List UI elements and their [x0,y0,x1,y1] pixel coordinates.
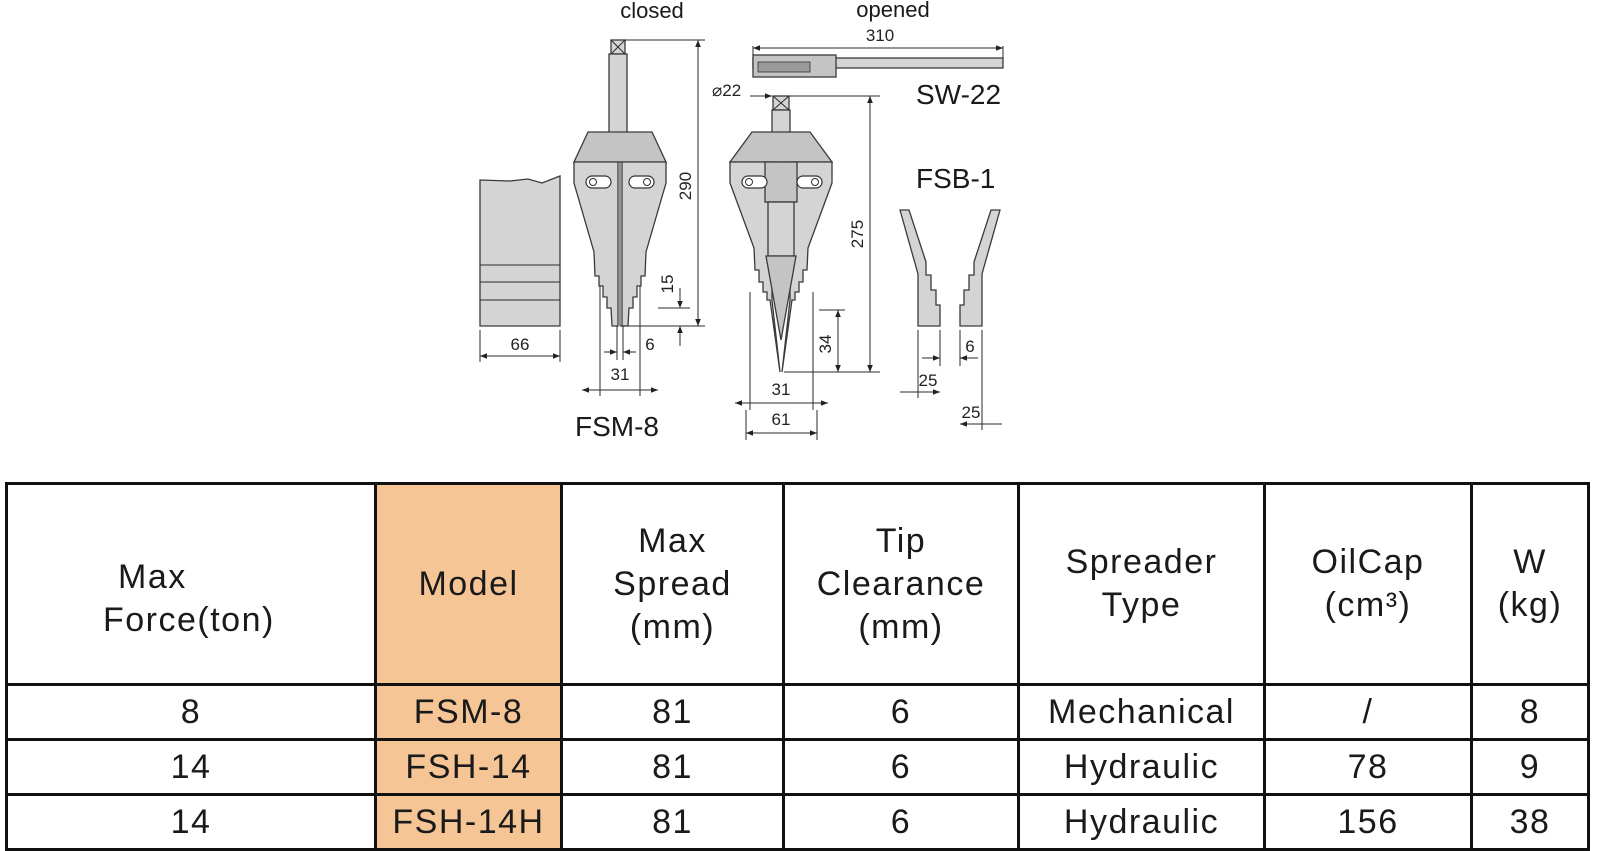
table-row: 14 FSH-14H 81 6 Hydraulic 156 38 [5,793,1590,851]
dim-6-fsb1: 6 [965,337,974,356]
dim-275: 275 [848,220,867,248]
cell-model: FSM-8 [374,683,563,741]
header-weight: W (kg) [1470,482,1590,686]
table-row: 14 FSH-14 81 6 Hydraulic 78 9 [5,738,1590,796]
cell-weight: 8 [1470,683,1590,741]
cell-oil: 78 [1263,738,1473,796]
dim-310: 310 [866,26,894,45]
cell-type: Hydraulic [1017,738,1266,796]
dim-15: 15 [658,275,677,294]
cell-weight: 9 [1470,738,1590,796]
cell-model: FSH-14 [374,738,563,796]
dim-61: 61 [772,410,791,429]
fsb1-drawing: FSB-1 6 25 25 [899,163,1002,430]
dim-diameter-22: ⌀22 [712,81,741,100]
cell-spread: 81 [560,683,785,741]
cell-tip: 6 [782,738,1020,796]
header-spreader-type: Spreader Type [1017,482,1266,686]
cell-force: 8 [5,683,377,741]
table-header-row: Max Force(ton) Model Max Spread (mm) Tip… [5,482,1590,686]
fsm8-wedge-drawing: 290 66 31 6 15 closed FSM-8 [479,0,705,442]
dim-34: 34 [816,335,835,354]
header-max-spread: Max Spread (mm) [560,482,785,686]
dim-31-fsm8: 31 [611,365,630,384]
cell-oil: / [1263,683,1473,741]
dim-66: 66 [511,335,530,354]
cell-model: FSH-14H [374,793,563,851]
cell-spread: 81 [560,793,785,851]
cell-oil: 156 [1263,793,1473,851]
dim-31-fsh14: 31 [772,380,791,399]
cell-tip: 6 [782,683,1020,741]
cell-type: Hydraulic [1017,793,1266,851]
header-oil-cap: OilCap (cm³) [1263,482,1473,686]
label-sw22: SW-22 [916,79,1001,110]
dim-25-fsb1-a: 25 [919,371,938,390]
cell-force: 14 [5,738,377,796]
table-row: 8 FSM-8 81 6 Mechanical / 8 [5,683,1590,741]
cell-force: 14 [5,793,377,851]
cell-weight: 38 [1470,793,1590,851]
load-block [479,175,561,327]
dim-25-fsb1-b: 25 [962,403,981,422]
spec-table: Max Force(ton) Model Max Spread (mm) Tip… [5,482,1590,851]
sw22-wrench-drawing: 310 opened SW-22 [752,0,1004,110]
label-opened: opened [856,0,929,22]
dim-290: 290 [676,172,695,200]
header-tip-clearance: Tip Clearance (mm) [782,482,1020,686]
label-fsb1: FSB-1 [916,163,995,194]
technical-drawing: 290 66 31 6 15 closed FSM-8 [479,0,1004,442]
fsh14-wedge-drawing: 275 ⌀22 34 31 61 [712,81,880,440]
dim-6-fsm8: 6 [645,335,654,354]
cell-spread: 81 [560,738,785,796]
label-closed: closed [620,0,684,23]
label-fsm8: FSM-8 [575,411,659,442]
cell-type: Mechanical [1017,683,1266,741]
header-model: Model [374,482,563,686]
header-max-force: Max Force(ton) [5,482,377,686]
cell-tip: 6 [782,793,1020,851]
